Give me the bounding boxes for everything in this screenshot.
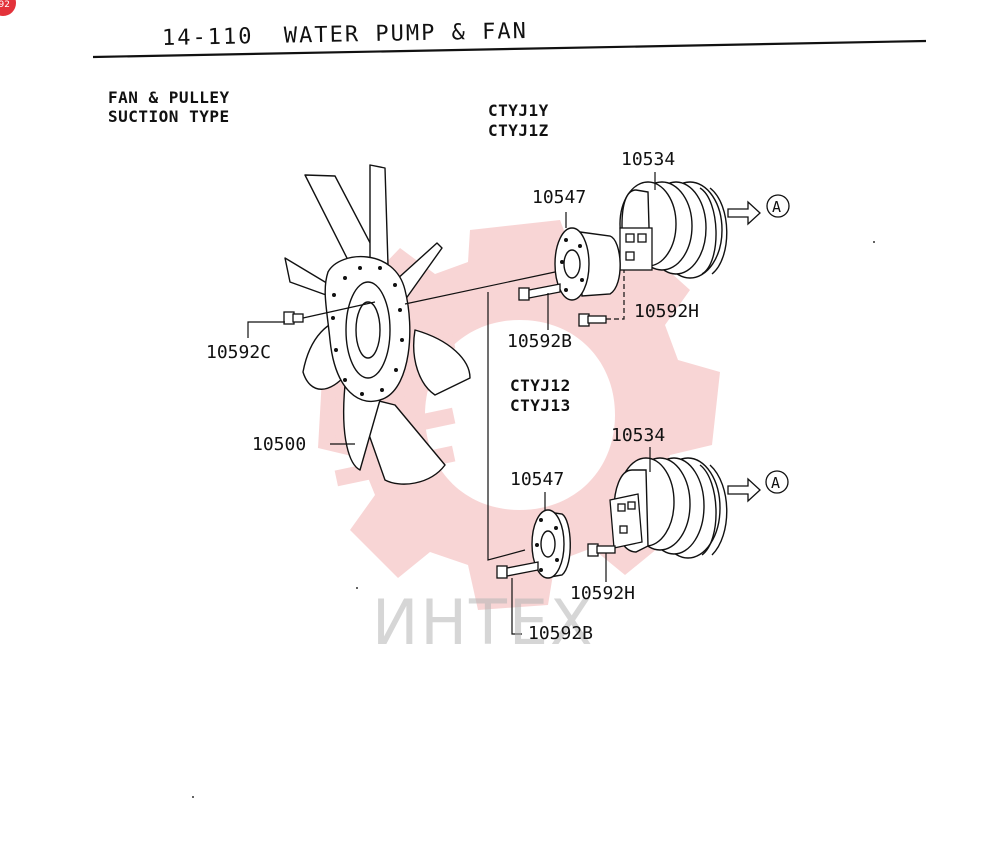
part-label-10592b-top: 10592B [507,331,573,352]
bolt-10592b-bottom [496,561,539,579]
scan-speck [356,587,358,589]
scan-speck [192,796,194,798]
leader-fan-to-coupling-bottom [487,292,526,561]
coupling-bottom [531,509,571,579]
ref-circle-a-bottom [765,470,789,494]
model-group-1-line2: CTYJ1Z [488,121,549,140]
pulley-top-grooves [699,187,728,275]
pump-flange-top [619,227,653,271]
fan-hub-bore [355,301,381,359]
leader-10592c-bracket [247,321,285,338]
leader-10592h-top [606,270,625,320]
model-group-2-line2: CTYJ13 [510,396,571,415]
fan-illustration [284,164,471,485]
fan-blade-8 [342,384,381,471]
fan-hub-bolt-holes [331,266,404,396]
bolt-10592c [283,311,304,325]
part-label-10592c: 10592C [206,342,272,363]
fan-blade-7 [354,394,446,485]
leader-10592c [302,301,376,319]
part-label-10592h-top: 10592H [634,301,700,322]
page-number-badge-text: 92 [0,0,10,10]
part-label-10534-top: 10534 [621,149,676,170]
fan-type-line2: SUCTION TYPE [108,107,230,126]
scan-speck [873,241,875,243]
leader-fan-to-coupling-top [404,271,556,305]
page-number-badge: 92 [0,0,16,16]
watermark-text: ИНТЕХ [372,586,595,659]
arrow-to-a-top [727,200,761,226]
leader-10592b-bottom [511,578,522,635]
ref-letter-a-top: A [772,198,781,216]
bolt-10592b-top [518,283,561,301]
pump-flange-bottom [609,493,643,549]
pulley-bottom [613,457,728,559]
part-label-10547-top: 10547 [532,187,587,208]
arrow-to-a-bottom [727,477,761,503]
fan-blade-2 [369,164,389,266]
part-label-10500: 10500 [252,434,307,455]
fan-type-line1: FAN & PULLEY [108,88,230,107]
coupling-top [554,227,621,301]
model-group-1-line1: CTYJ1Y [488,101,549,120]
header-rule [92,39,927,59]
ref-letter-a-bottom: A [771,474,780,492]
part-label-10547-bottom: 10547 [510,469,565,490]
model-group-2-line1: CTYJ12 [510,376,571,395]
part-label-10592b-bottom: 10592B [528,623,594,644]
fan-blade-1 [304,174,379,269]
fan-blade-6 [413,329,471,396]
ref-circle-a-top [766,194,790,218]
part-label-10534-bottom: 10534 [611,425,666,446]
part-label-10592h-bottom: 10592H [570,583,636,604]
